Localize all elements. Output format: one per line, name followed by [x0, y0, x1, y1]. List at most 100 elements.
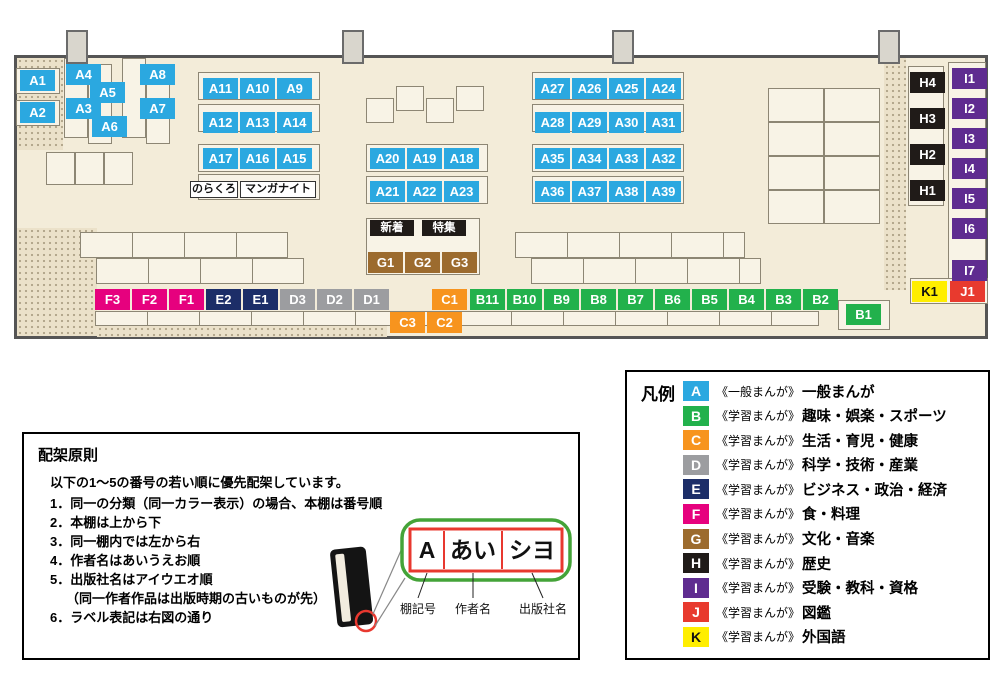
legend-row-f: F《学習まんが》食・料理	[683, 503, 947, 524]
shelf-label-a8: A8	[140, 64, 175, 85]
shelf-label-a33: A33	[609, 148, 644, 169]
spine-highlight-circle	[354, 609, 378, 633]
shelf-label-a11: A11	[203, 78, 238, 99]
shelf-label-i1: I1	[952, 68, 987, 89]
legend-row-g: G 《学習まんが》文化・音楽	[683, 528, 947, 549]
principles-panel: 配架原則 以下の1～5の番号の若い順に優先配架しています。 1．同一の分類（同一…	[22, 432, 580, 660]
shelf-label-a27: A27	[535, 78, 570, 99]
legend-category-name: 外国語	[802, 630, 846, 647]
norakuro-label: のらくろ	[190, 181, 238, 198]
shelf-label-b1: B1	[846, 304, 881, 325]
shelf-label-a22: A22	[407, 181, 442, 202]
bookshelf-unit	[824, 156, 880, 190]
legend-category-name: 受験・教科・資格	[802, 581, 919, 598]
zoom-line-bottom	[374, 577, 406, 627]
legend-row-a: A《一般まんが》一般まんが	[683, 381, 947, 401]
bookshelf-unit	[46, 152, 75, 185]
manga-night-label: マンガナイト	[240, 181, 316, 198]
bookshelf-unit	[426, 98, 454, 123]
legend-rows: A《一般まんが》一般まんが B《学習まんが》趣味・娯楽・スポーツ C《学習まんが》生…	[683, 381, 947, 652]
legend-row-h: H《学習まんが》歴史	[683, 553, 947, 574]
shelf-label-b3: B3	[766, 289, 801, 310]
principle-item: 1．同一の分類（同一カラー表示）の場合、本棚は番号順	[50, 496, 383, 511]
shelf-label-c1: C1	[432, 289, 467, 310]
bookshelf-unit	[366, 98, 394, 123]
legend-swatch-a: A	[683, 381, 709, 401]
legend-category-type: 《学習まんが》	[716, 630, 801, 645]
shelf-label-a17: A17	[203, 148, 238, 169]
legend-category-name: 図鑑	[802, 605, 832, 622]
shelf-label-b5: B5	[692, 289, 727, 310]
legend-category-name: 趣味・娯楽・スポーツ	[802, 409, 947, 426]
legend-row-c: C《学習まんが》生活・育児・健康	[683, 430, 947, 451]
pillar	[612, 30, 634, 64]
example-author: あい	[450, 537, 496, 563]
legend-category-type: 《学習まんが》	[716, 532, 801, 547]
shelf-label-i2: I2	[952, 98, 987, 119]
legend-swatch-e: E	[683, 479, 709, 500]
feature-label: 特集	[422, 220, 466, 236]
shelf-label-g2: G2	[405, 252, 440, 273]
shelf-label-f3: F3	[95, 289, 130, 310]
shelf-label-k1: K1	[912, 281, 947, 302]
shelf-label-a24: A24	[646, 78, 681, 99]
pillar	[878, 30, 900, 64]
legend-row-e: E《学習まんが》ビジネス・政治・経済	[683, 479, 948, 500]
shelf-label-d3: D3	[280, 289, 315, 310]
legend-category-name: ビジネス・政治・経済	[802, 482, 948, 499]
bookshelf-unit	[768, 88, 824, 122]
spine-label-example: A あい シヨ	[408, 527, 564, 573]
shelf-label-i6: I6	[952, 218, 987, 239]
bookshelf-unit	[824, 88, 880, 122]
leader-line-publisher	[531, 572, 544, 599]
shelf-label-h1: H1	[910, 180, 945, 201]
legend-row-b: B《学習まんが》趣味・娯楽・スポーツ	[683, 405, 947, 426]
new-arrivals-label: 新着	[370, 220, 414, 236]
principle-item: 3．同一棚内では左から右	[50, 534, 201, 549]
shelf-label-b6: B6	[655, 289, 690, 310]
legend-row-j: J《学習まんが》図鑑	[683, 602, 947, 623]
shelf-label-a13: A13	[240, 112, 275, 133]
legend-category-type: 《学習まんが》	[716, 581, 801, 596]
caption-author: 作者名	[455, 601, 491, 616]
shelf-label-a35: A35	[535, 148, 570, 169]
bookshelf-unit	[96, 258, 304, 284]
shelf-label-a26: A26	[572, 78, 607, 99]
shelf-label-f1: F1	[169, 289, 204, 310]
legend-swatch-d: D	[683, 454, 709, 475]
caption-shelf-code: 棚記号	[400, 601, 436, 616]
shelf-label-d2: D2	[317, 289, 352, 310]
shelf-label-a20: A20	[370, 148, 405, 169]
shelf-label-a16: A16	[240, 148, 275, 169]
legend-swatch-f: F	[683, 503, 709, 524]
shelf-label-h2: H2	[910, 144, 945, 165]
shelf-label-a14: A14	[277, 112, 312, 133]
shelf-label-j1: J1	[950, 281, 985, 302]
shelf-label-a3: A3	[66, 98, 101, 119]
shelf-label-a21: A21	[370, 181, 405, 202]
shelf-label-b10: B10	[507, 289, 542, 310]
shelf-label-e1: E1	[243, 289, 278, 310]
shelf-label-a19: A19	[407, 148, 442, 169]
shelf-label-a38: A38	[609, 181, 644, 202]
shelf-label-b7: B7	[618, 289, 653, 310]
bookshelf-unit	[80, 232, 288, 258]
bookshelf-unit	[768, 122, 824, 156]
shelf-label-b11: B11	[470, 289, 505, 310]
shelf-label-a28: A28	[535, 112, 570, 133]
leader-line-shelf	[417, 572, 428, 599]
shelf-label-a39: A39	[646, 181, 681, 202]
legend-row-i: I《学習まんが》受験・教科・資格	[683, 577, 947, 598]
shelf-label-a2: A2	[20, 102, 55, 123]
bookshelf-unit	[824, 122, 880, 156]
legend-category-name: 科学・技術・産業	[802, 458, 919, 475]
principle-item: 2．本棚は上から下	[50, 515, 162, 530]
shelf-label-a12: A12	[203, 112, 238, 133]
legend-swatch-g: G	[683, 528, 709, 549]
principles-title: 配架原則	[38, 447, 99, 464]
legend-category-type: 《学習まんが》	[716, 458, 801, 473]
shelf-label-f2: F2	[132, 289, 167, 310]
legend-category-type: 《学習まんが》	[716, 556, 801, 571]
legend-category-name: 文化・音楽	[802, 532, 875, 549]
